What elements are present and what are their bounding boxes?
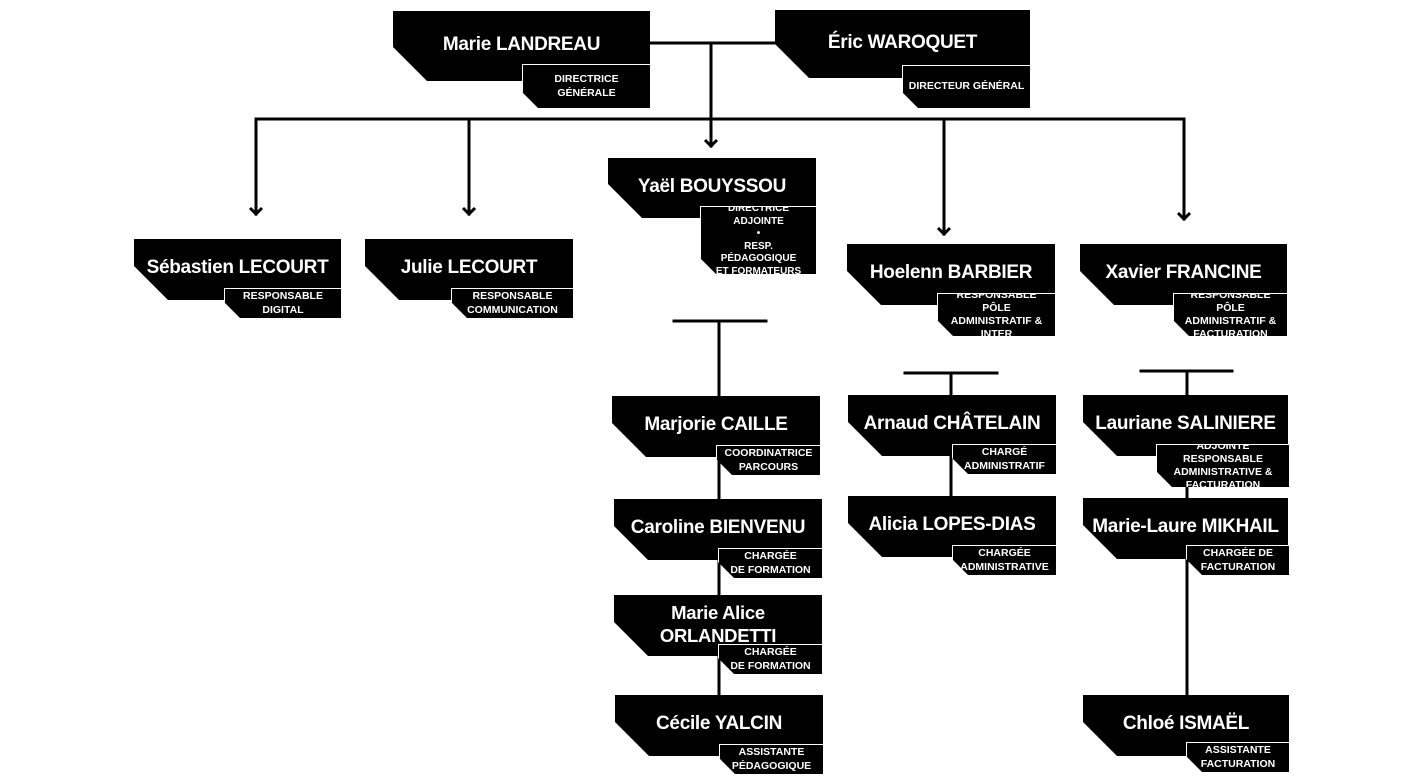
person-role: RESPONSABLE COMMUNICATION: [451, 288, 573, 318]
person-role: ASSISTANTE FACTURATION: [1186, 742, 1289, 772]
person-role: CHARGÉE DE FACTURATION: [1186, 545, 1289, 575]
person-role: RESPONSABLE PÔLE ADMINISTRATIF & FACTURA…: [1173, 293, 1287, 336]
person-name: Sébastien LECOURT: [134, 239, 341, 300]
person-role: CHARGÉE DE FORMATION: [718, 644, 822, 674]
person-role: DIRECTEUR GÉNÉRAL: [902, 65, 1030, 108]
person-role: CHARGÉ ADMINISTRATIF: [952, 444, 1056, 474]
person-role: DIRECTRICE GÉNÉRALE: [522, 64, 650, 108]
person-role: COORDINATRICE PARCOURS: [716, 445, 820, 475]
person-role: DIRECTRICE ADJOINTE • RESP. PÉDAGOGIQUE …: [700, 206, 816, 274]
person-role: RESPONSABLE DIGITAL: [224, 288, 341, 318]
person-role: CHARGÉE ADMINISTRATIVE: [952, 545, 1056, 575]
person-name: Marie Alice ORLANDETTI: [614, 595, 822, 656]
person-role: ADJOINTE RESPONSABLE ADMINISTRATIVE & FA…: [1156, 444, 1289, 487]
person-role: ASSISTANTE PÉDAGOGIQUE: [719, 744, 823, 774]
person-name: Cécile YALCIN: [615, 695, 823, 756]
person-name: Marie LANDREAU: [393, 11, 650, 81]
person-role: RESPONSABLE PÔLE ADMINISTRATIF & INTER: [937, 293, 1055, 336]
person-role: CHARGÉE DE FORMATION: [718, 548, 822, 578]
